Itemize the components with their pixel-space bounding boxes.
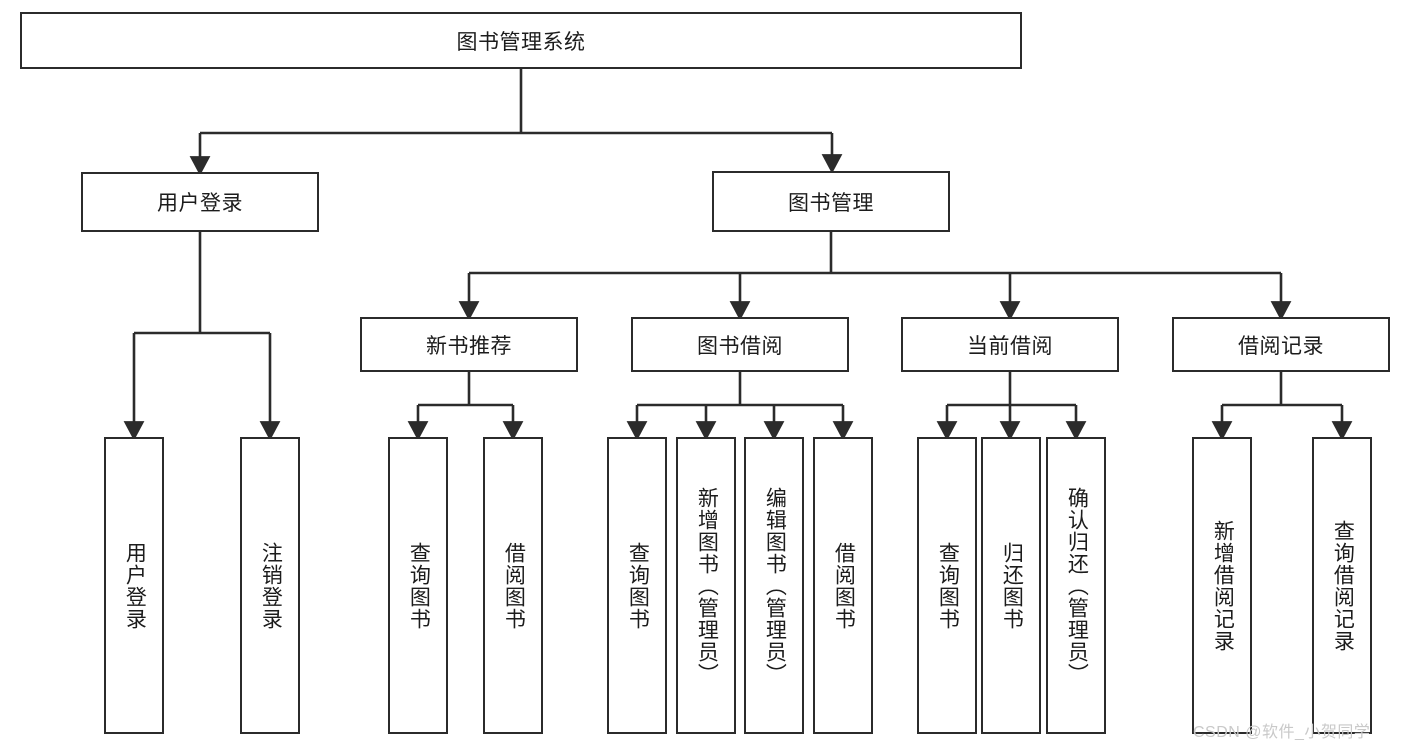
node-root[interactable]: 图书管理系统 xyxy=(20,12,1022,69)
node-leaf-user-logout[interactable]: 注销登录 xyxy=(240,437,300,734)
node-book-borrow-label: 图书借阅 xyxy=(697,334,783,358)
node-leaf-query-book-3[interactable]: 查询图书 xyxy=(917,437,977,734)
node-leaf-borrow-book-1-label: 借阅图书 xyxy=(502,541,526,630)
node-leaf-add-record[interactable]: 新增借阅记录 xyxy=(1192,437,1252,734)
node-current-borrow[interactable]: 当前借阅 xyxy=(901,317,1119,372)
node-user-login[interactable]: 用户登录 xyxy=(81,172,319,232)
node-book-manage[interactable]: 图书管理 xyxy=(712,171,950,232)
node-leaf-return-book[interactable]: 归还图书 xyxy=(981,437,1041,734)
node-leaf-query-book-2-label: 查询图书 xyxy=(626,541,650,630)
node-leaf-query-book-1-label: 查询图书 xyxy=(407,541,431,630)
node-leaf-add-book-label: 新增图书（管理员） xyxy=(695,486,719,685)
node-leaf-user-login-label: 用户登录 xyxy=(123,541,147,630)
node-leaf-query-record[interactable]: 查询借阅记录 xyxy=(1312,437,1372,734)
node-new-book-rec-label: 新书推荐 xyxy=(426,334,512,358)
node-leaf-edit-book-label: 编辑图书（管理员） xyxy=(763,486,787,685)
node-leaf-return-book-label: 归还图书 xyxy=(1000,541,1024,630)
node-leaf-user-logout-label: 注销登录 xyxy=(259,541,283,630)
node-borrow-record-label: 借阅记录 xyxy=(1238,334,1324,358)
node-user-login-label: 用户登录 xyxy=(157,192,243,215)
node-new-book-rec[interactable]: 新书推荐 xyxy=(360,317,578,372)
node-leaf-edit-book[interactable]: 编辑图书（管理员） xyxy=(744,437,804,734)
watermark-text: CSDN @软件_小贺同学 xyxy=(1193,724,1371,741)
node-book-manage-label: 图书管理 xyxy=(788,191,874,215)
node-leaf-borrow-book-2-label: 借阅图书 xyxy=(832,541,856,630)
node-leaf-query-record-label: 查询借阅记录 xyxy=(1331,519,1355,652)
node-leaf-add-record-label: 新增借阅记录 xyxy=(1211,519,1235,652)
node-borrow-record[interactable]: 借阅记录 xyxy=(1172,317,1390,372)
node-leaf-confirm-return-label: 确认归还（管理员） xyxy=(1065,486,1089,685)
node-current-borrow-label: 当前借阅 xyxy=(967,334,1053,358)
node-leaf-query-book-1[interactable]: 查询图书 xyxy=(388,437,448,734)
node-leaf-query-book-2[interactable]: 查询图书 xyxy=(607,437,667,734)
node-leaf-add-book[interactable]: 新增图书（管理员） xyxy=(676,437,736,734)
node-leaf-confirm-return[interactable]: 确认归还（管理员） xyxy=(1046,437,1106,734)
node-root-label: 图书管理系统 xyxy=(456,30,586,54)
node-leaf-user-login[interactable]: 用户登录 xyxy=(104,437,164,734)
node-leaf-borrow-book-1[interactable]: 借阅图书 xyxy=(483,437,543,734)
node-leaf-query-book-3-label: 查询图书 xyxy=(936,541,960,630)
node-leaf-borrow-book-2[interactable]: 借阅图书 xyxy=(813,437,873,734)
node-book-borrow[interactable]: 图书借阅 xyxy=(631,317,849,372)
